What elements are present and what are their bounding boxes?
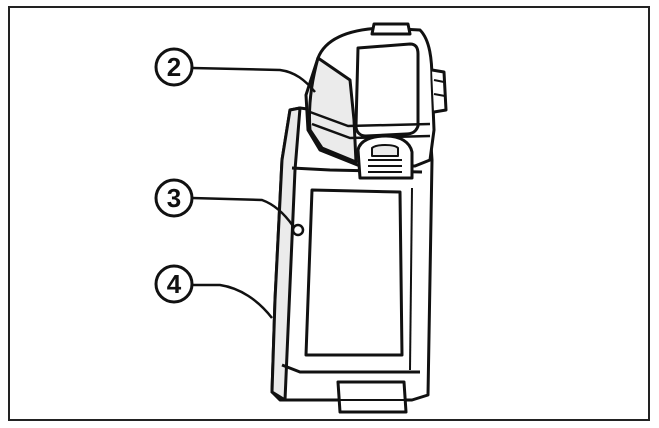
latch-grip-lines	[368, 159, 402, 173]
head-right-tab	[431, 68, 448, 114]
callout-3: 3	[154, 178, 194, 218]
callout-circle	[154, 178, 194, 218]
callout-label: 3	[167, 183, 181, 213]
panel-groove	[409, 187, 413, 371]
side-button	[291, 223, 305, 237]
callout-label: 4	[167, 269, 182, 299]
head-band-1	[309, 110, 431, 128]
diagram-frame	[8, 6, 650, 421]
base-foot-tab	[336, 380, 408, 414]
head-top-clip	[370, 22, 412, 36]
leader-line-4	[192, 283, 273, 319]
leader-line-3	[191, 196, 295, 227]
callout-circle	[154, 47, 194, 87]
latch-window	[371, 144, 399, 157]
leader-lines	[191, 66, 316, 319]
base-lower-line	[281, 363, 420, 374]
head-unit	[304, 22, 448, 180]
leader-line-2	[191, 66, 316, 93]
callout-4: 4	[154, 264, 194, 304]
callout-circle	[154, 264, 194, 304]
tab-line-1	[433, 79, 445, 83]
base-unit	[270, 106, 434, 414]
callout-2: 2	[154, 47, 194, 87]
battery-panel	[304, 188, 404, 357]
tab-line-2	[433, 93, 446, 97]
head-band-2	[311, 122, 431, 140]
callout-label: 2	[167, 52, 181, 82]
display-window	[354, 42, 420, 138]
base-side-face	[270, 106, 302, 402]
